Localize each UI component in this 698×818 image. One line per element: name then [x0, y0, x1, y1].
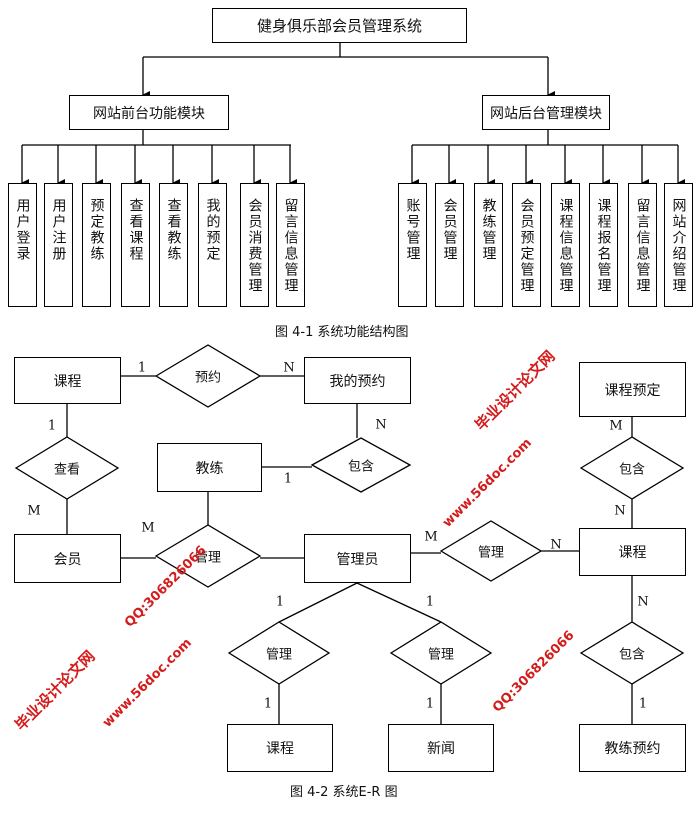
- front-item-label: 用户登录: [14, 198, 31, 262]
- back-item: 账号管理: [398, 183, 427, 307]
- entity-label: 课程: [53, 373, 82, 390]
- cardinality: 1: [137, 360, 147, 376]
- front-item: 查看课程: [121, 183, 150, 307]
- entity-label: 课程预定: [604, 382, 661, 399]
- cardinality: N: [637, 594, 649, 610]
- relation-manage-course-diamond: [439, 520, 543, 582]
- front-item-label: 查看课程: [127, 198, 144, 262]
- relation-manage-course-label: 管理: [477, 545, 505, 561]
- entity-label: 管理员: [336, 551, 379, 568]
- cardinality: 1: [263, 696, 273, 712]
- relation-book-label: 预约: [194, 370, 222, 386]
- front-item: 用户登录: [8, 183, 37, 307]
- relation-manage-bottom-right-diamond: [389, 621, 493, 685]
- back-item: 会员预定管理: [512, 183, 541, 307]
- front-item-label: 用户注册: [50, 198, 67, 262]
- front-item-label: 预定教练: [88, 198, 105, 262]
- relation-contain-right-bottom-label: 包含: [618, 647, 646, 663]
- relation-manage-member-diamond: [154, 524, 262, 588]
- entity-label: 教练预约: [604, 741, 661, 757]
- entity-label: 会员: [53, 551, 82, 568]
- back-item: 课程报名管理: [589, 183, 618, 307]
- entity-label: 课程: [618, 545, 647, 561]
- front-module-box: 网站前台功能模块: [69, 95, 229, 130]
- back-item-label: 会员预定管理: [518, 198, 535, 294]
- entity-course-right: 课程: [579, 528, 686, 576]
- back-item-label: 账号管理: [404, 198, 421, 262]
- entity-news: 新闻: [388, 724, 494, 772]
- back-item-label: 会员管理: [441, 198, 458, 262]
- cardinality: N: [375, 417, 387, 433]
- cardinality: 1: [638, 696, 648, 712]
- front-module-label: 网站前台功能模块: [93, 105, 205, 122]
- entity-label: 教练: [195, 460, 224, 477]
- cardinality: N: [283, 360, 295, 376]
- front-item: 用户注册: [44, 183, 73, 307]
- relation-manage-bottom-left-diamond: [227, 621, 331, 685]
- relation-contain-mid-diamond: [310, 437, 412, 493]
- relation-manage-member-label: 管理: [194, 550, 222, 566]
- front-item: 预定教练: [82, 183, 111, 307]
- back-item-label: 课程报名管理: [595, 198, 612, 294]
- cardinality: M: [27, 503, 41, 519]
- entity-label: 课程: [266, 741, 294, 757]
- front-item: 会员消费管理: [240, 183, 269, 307]
- cardinality: M: [424, 529, 438, 545]
- back-item-label: 留言信息管理: [634, 198, 651, 294]
- relation-contain-right-top-label: 包含: [618, 462, 646, 478]
- relation-manage-bottom-right-label: 管理: [427, 647, 455, 663]
- cardinality: M: [609, 418, 623, 434]
- relation-book-diamond: [154, 344, 262, 408]
- back-item: 教练管理: [474, 183, 503, 307]
- back-item: 网站介绍管理: [664, 183, 693, 307]
- entity-label: 新闻: [427, 741, 455, 757]
- relation-contain-mid-label: 包含: [347, 459, 375, 475]
- back-item-label: 网站介绍管理: [670, 198, 687, 294]
- back-item: 留言信息管理: [628, 183, 657, 307]
- back-item: 会员管理: [435, 183, 464, 307]
- front-item-label: 查看教练: [165, 198, 182, 262]
- entity-label: 我的预约: [329, 373, 386, 390]
- back-item-label: 教练管理: [480, 198, 497, 262]
- front-item-label: 会员消费管理: [246, 198, 263, 294]
- figure-caption-4-1: 图 4-1 系统功能结构图: [275, 325, 409, 340]
- cardinality: 1: [425, 594, 435, 610]
- cardinality: N: [614, 503, 626, 519]
- back-module-box: 网站后台管理模块: [482, 95, 610, 130]
- relation-contain-right-top-diamond: [579, 436, 685, 500]
- front-item: 查看教练: [159, 183, 188, 307]
- front-item: 我的预定: [198, 183, 227, 307]
- cardinality: 1: [275, 594, 285, 610]
- root-system-box: 健身俱乐部会员管理系统: [212, 8, 467, 43]
- back-item-label: 课程信息管理: [557, 198, 574, 294]
- entity-coach: 教练: [157, 443, 262, 492]
- front-item-label: 留言信息管理: [282, 198, 299, 294]
- relation-view-diamond: [14, 436, 120, 500]
- front-item-label: 我的预定: [204, 198, 221, 262]
- relation-contain-right-bottom-diamond: [579, 621, 685, 685]
- entity-my-booking: 我的预约: [304, 357, 411, 404]
- figure-caption-4-2: 图 4-2 系统E-R 图: [290, 785, 398, 800]
- cardinality: M: [141, 520, 155, 536]
- cardinality: 1: [425, 696, 435, 712]
- cardinality: 1: [283, 471, 293, 487]
- entity-course-top: 课程: [14, 357, 121, 404]
- cardinality: N: [550, 537, 562, 553]
- back-item: 课程信息管理: [551, 183, 580, 307]
- entity-course-bottom: 课程: [227, 724, 333, 772]
- entity-member: 会员: [14, 534, 121, 583]
- relation-manage-bottom-left-label: 管理: [265, 647, 293, 663]
- entity-admin: 管理员: [304, 534, 411, 583]
- entity-coach-booking: 教练预约: [579, 724, 686, 772]
- root-label: 健身俱乐部会员管理系统: [256, 17, 422, 35]
- cardinality: 1: [47, 418, 57, 434]
- relation-view-label: 查看: [53, 462, 81, 478]
- entity-course-booking: 课程预定: [579, 362, 686, 417]
- front-item: 留言信息管理: [276, 183, 305, 307]
- back-module-label: 网站后台管理模块: [490, 105, 602, 122]
